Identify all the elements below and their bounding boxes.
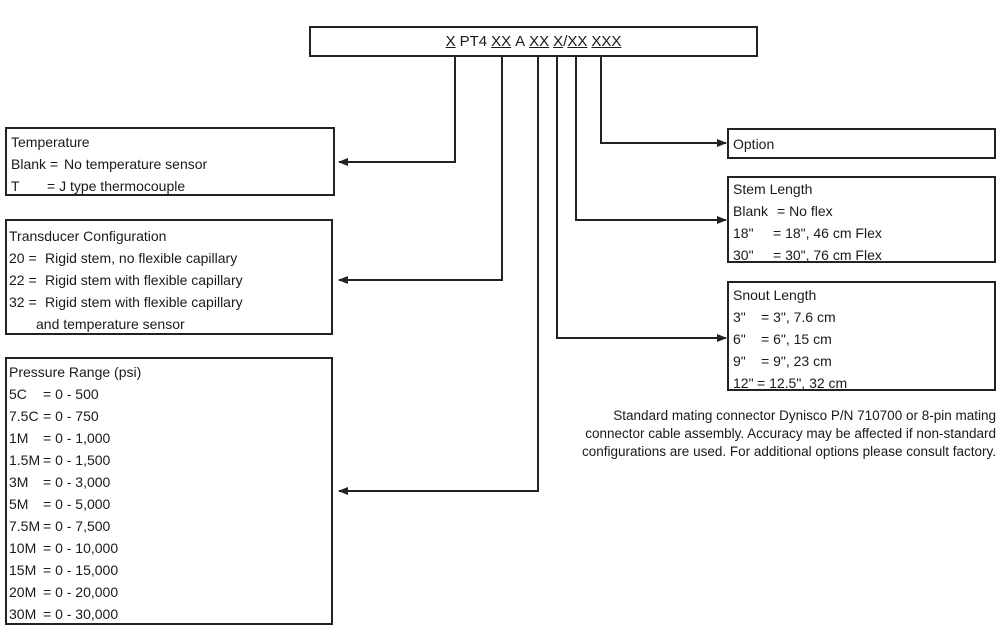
pressure-desc-10: = 0 - 30,000 (43, 606, 119, 622)
temperature-title: Temperature (11, 134, 90, 150)
code-snout: X (553, 33, 564, 50)
pressure-code-10: 30M (9, 606, 37, 622)
note-line-2: configurations are used. For additional … (582, 444, 996, 459)
code-a: A (515, 33, 526, 50)
temperature-desc-1: = J type thermocouple (47, 178, 186, 194)
pressure-code-2: 1M (9, 430, 29, 446)
transducer-config-box: Transducer Configuration 20 = Rigid stem… (5, 219, 333, 335)
connector-note: Standard mating connector Dynisco P/N 71… (576, 407, 996, 461)
pressure-range-box: Pressure Range (psi) 5C = 0 - 500 7.5C =… (5, 357, 333, 625)
stem-title: Stem Length (733, 181, 813, 197)
note-line-1: connector cable assembly. Accuracy may b… (585, 426, 996, 441)
transducer-desc-2: Rigid stem with flexible capillary (45, 294, 243, 310)
pressure-code-5: 5M (9, 496, 29, 512)
stem-code-2: 30" (733, 247, 754, 263)
code-transducer: XX (491, 33, 512, 50)
snout-connector (556, 56, 727, 342)
pressure-desc-7: = 0 - 10,000 (43, 540, 119, 556)
note-line-0: Standard mating connector Dynisco P/N 71… (613, 408, 996, 423)
option-connector (600, 56, 727, 147)
snout-desc-2: = 9", 23 cm (761, 353, 832, 369)
snout-code-1: 6" (733, 331, 746, 347)
stem-connector (575, 56, 727, 224)
pressure-desc-8: = 0 - 15,000 (43, 562, 119, 578)
option-box: Option (727, 128, 996, 159)
transducer-connector (338, 56, 503, 284)
pressure-code-0: 5C (9, 386, 27, 402)
snout-desc-3: = 12.5", 32 cm (757, 375, 848, 391)
stem-desc-0: = No flex (777, 203, 833, 219)
temperature-code-1: T (11, 178, 20, 194)
transducer-code-1: 22 = (9, 272, 37, 288)
stem-desc-2: = 30", 76 cm Flex (773, 247, 882, 263)
snout-length-box: Snout Length 3" = 3", 7.6 cm 6" = 6", 15… (727, 281, 996, 391)
snout-code-0: 3" (733, 309, 746, 325)
transducer-desc-0: Rigid stem, no flexible capillary (45, 250, 238, 266)
transducer-title: Transducer Configuration (9, 228, 167, 244)
pressure-code-6: 7.5M (9, 518, 41, 534)
pressure-title: Pressure Range (psi) (9, 364, 142, 380)
pressure-desc-3: = 0 - 1,500 (43, 452, 111, 468)
transducer-desc-3: and temperature sensor (36, 316, 185, 332)
pressure-code-7: 10M (9, 540, 37, 556)
pressure-code-9: 20M (9, 584, 37, 600)
code-series: PT4 (459, 33, 488, 50)
transducer-code-0: 20 = (9, 250, 37, 266)
pressure-desc-9: = 0 - 20,000 (43, 584, 119, 600)
snout-title: Snout Length (733, 287, 817, 303)
pressure-code-3: 1.5M (9, 452, 41, 468)
temperature-connector (338, 56, 456, 166)
temperature-code-0: Blank = (11, 156, 59, 172)
snout-code-2: 9" (733, 353, 746, 369)
snout-code-3: 12" (733, 375, 754, 391)
code-slash: / (563, 33, 568, 50)
pressure-desc-1: = 0 - 750 (43, 408, 99, 424)
stem-length-box: Stem Length Blank = No flex 18" = 18", 4… (727, 176, 996, 263)
pressure-code-4: 3M (9, 474, 29, 490)
pressure-code-1: 7.5C (9, 408, 39, 424)
pressure-code-8: 15M (9, 562, 37, 578)
pressure-desc-0: = 0 - 500 (43, 386, 99, 402)
temperature-box: Temperature Blank = No temperature senso… (5, 127, 335, 196)
option-title: Option (733, 136, 775, 152)
pressure-desc-4: = 0 - 3,000 (43, 474, 111, 490)
pressure-desc-5: = 0 - 5,000 (43, 496, 111, 512)
snout-desc-1: = 6", 15 cm (761, 331, 832, 347)
code-option: XXX (591, 33, 622, 50)
model-code-box: X PT4 XX A XX X/XX XXX (309, 26, 758, 57)
pressure-desc-6: = 0 - 7,500 (43, 518, 111, 534)
transducer-desc-1: Rigid stem with flexible capillary (45, 272, 243, 288)
transducer-code-2: 32 = (9, 294, 37, 310)
pressure-connector (338, 56, 539, 495)
stem-desc-1: = 18", 46 cm Flex (773, 225, 882, 241)
snout-desc-0: = 3", 7.6 cm (761, 309, 836, 325)
temperature-desc-0: No temperature sensor (64, 156, 208, 172)
stem-code-0: Blank (733, 203, 769, 219)
code-pressure: XX (529, 33, 550, 50)
code-stem: XX (567, 33, 588, 50)
pressure-desc-2: = 0 - 1,000 (43, 430, 111, 446)
stem-code-1: 18" (733, 225, 754, 241)
code-temperature: X (445, 33, 456, 50)
